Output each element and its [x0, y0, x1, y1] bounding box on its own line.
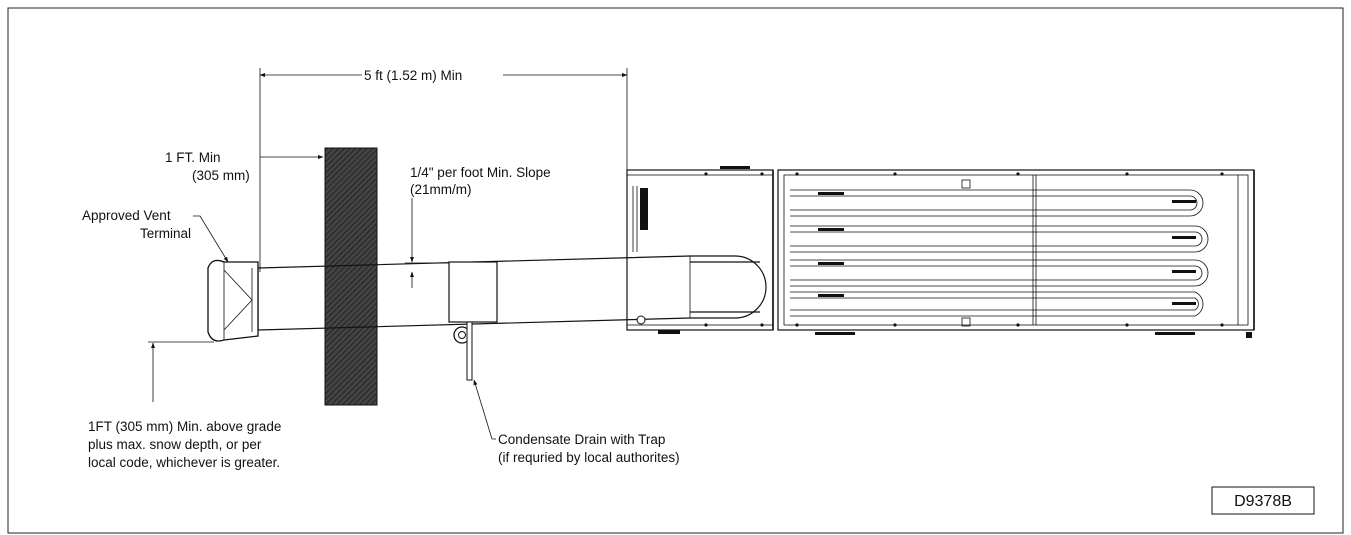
vent-pipe: [257, 255, 767, 331]
grade-label-1: 1FT (305 mm) Min. above grade: [88, 419, 281, 434]
wall-clearance-metric: (305 mm): [192, 168, 250, 183]
grade-dimension: 1FT (305 mm) Min. above grade plus max. …: [88, 341, 281, 470]
tube-heater-icon: [626, 166, 1255, 338]
vent-terminal-icon: [207, 259, 259, 342]
grade-label-2: plus max. snow depth, or per: [88, 437, 262, 452]
vent-terminal-label-2: Terminal: [140, 226, 191, 241]
slope-label: 1/4" per foot Min. Slope: [410, 165, 551, 180]
wall: [324, 147, 378, 406]
drawing-number: D9378B: [1234, 493, 1292, 510]
condensate-callout: Condensate Drain with Trap (if requried …: [473, 379, 680, 465]
distance-label: 5 ft (1.52 m) Min: [364, 68, 462, 83]
wall-clearance-dimension: 1 FT. Min (305 mm): [165, 150, 324, 183]
slope-metric: (21mm/m): [410, 182, 472, 197]
drawing-frame: [7, 7, 1344, 534]
drain-label-1: Condensate Drain with Trap: [498, 432, 665, 447]
condensate-trap-icon: [453, 321, 473, 381]
drawing-number-box: D9378B: [1211, 486, 1315, 515]
grade-label-3: local code, whichever is greater.: [88, 455, 280, 470]
vent-terminal-label: Approved Vent: [82, 208, 171, 223]
distance-dimension: 5 ft (1.52 m) Min: [259, 68, 628, 272]
drain-label-2: (if requried by local authorites): [498, 450, 680, 465]
vent-terminal-callout: Approved Vent Terminal: [82, 208, 229, 263]
wall-clearance-label: 1 FT. Min: [165, 150, 221, 165]
